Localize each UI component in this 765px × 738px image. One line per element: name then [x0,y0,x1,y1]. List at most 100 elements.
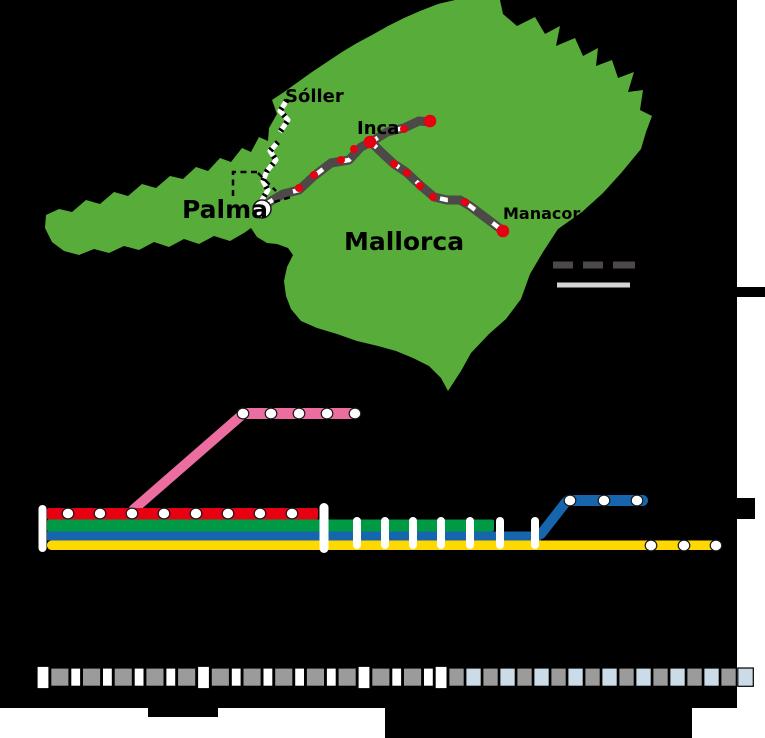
station-tick [381,517,389,549]
soller-label: Sóller [285,86,344,107]
station-dot [310,171,318,179]
scale-cell [210,667,231,687]
station-dot [403,169,411,177]
station-dot [461,198,469,206]
major-station-dot [496,224,510,238]
scale-cell [482,667,499,687]
scale-cell [337,667,357,687]
scale-cell [499,667,516,687]
scale-major-cell [196,665,211,690]
scale-cell [165,667,177,687]
palma-station-node [252,199,272,219]
cutoff-black-mark [737,498,755,519]
scale-cell [50,667,70,687]
scale-cell [176,667,197,687]
inca-label: Inca [357,118,399,139]
station-tick [496,517,504,549]
manacor-label: Manacor [503,204,580,223]
terminal-bar [38,505,47,552]
station-dot [429,193,437,201]
station-dot [350,145,358,153]
red-line [47,508,318,520]
scale-major-cell [434,665,448,690]
red-station-dot [61,507,75,520]
blue-station-dot [597,494,611,507]
mallorca-label: Mallorca [344,227,464,256]
red-station-dot [221,507,235,520]
station-tick [531,517,539,549]
scale-cell [262,667,274,687]
scale-cell [145,667,165,687]
station-dot [337,156,345,164]
scale-cell [230,667,242,687]
station-tick [353,517,361,549]
blue-line [47,531,541,541]
blue-station-dot [563,494,577,507]
scale-cell [242,667,262,687]
scale-cell [550,667,567,687]
scale-cell [516,667,533,687]
palma-label: Palma [182,195,268,224]
scale-cell [652,667,669,687]
cutoff-black-mark [148,700,218,717]
cutoff-black-mark [737,287,765,297]
scale-cell [325,667,337,687]
scale-major-cell [36,665,50,690]
scale-cell [720,667,737,687]
scale-cell [533,667,550,687]
cutoff-black-mark [385,700,692,738]
legend-dashed-segment [553,261,573,269]
scale-cell [402,667,423,687]
scale-cell [70,667,82,687]
scale-cell [371,667,391,687]
station-dot [416,182,424,190]
red-station-dot [285,507,299,520]
mallorca-island-shape [45,0,652,391]
scale-cell [294,667,306,687]
legend-dashed-segment [583,261,603,269]
blue-line-diagonal [536,497,571,539]
station-dot [400,125,408,133]
station-tick [466,517,474,549]
scale-cell [601,667,618,687]
red-station-dot [157,507,171,520]
major-station-dot [363,135,377,149]
green-line [47,519,494,532]
map-stations [295,114,510,238]
blue-station-dot [630,494,644,507]
station-tick [437,517,445,549]
legend-solid-line [557,282,630,288]
line-diagram [38,407,723,553]
scale-cell [567,667,584,687]
right-white-margin [737,0,765,738]
scale-cell [133,667,145,687]
station-tick [409,517,417,549]
scale-cell [101,667,114,687]
red-station-dot [189,507,203,520]
railway-hatch-icon [259,98,292,206]
margin-marks [148,287,765,738]
pink-station-dot [320,407,334,420]
station-dot [295,184,303,192]
scale-cell [618,667,635,687]
pink-line-diagonal [129,409,248,514]
red-station-dot [93,507,107,520]
scale-cell [669,667,686,687]
scale-cell [686,667,703,687]
map-legend [553,261,635,288]
station-dot [390,160,398,168]
scale-cell [422,667,434,687]
red-station-dot [125,507,139,520]
scale-cell [81,667,102,687]
interchange-tick [319,503,329,553]
scale-cell [305,667,326,687]
distance-scale-bar [36,665,754,690]
scale-cell [737,667,754,687]
soller-railway-line [259,98,292,206]
pink-station-dot [264,407,278,420]
pink-station-dot [348,407,362,420]
scale-cell [703,667,720,687]
pink-station-dot [236,407,250,420]
scale-cell [448,667,465,687]
